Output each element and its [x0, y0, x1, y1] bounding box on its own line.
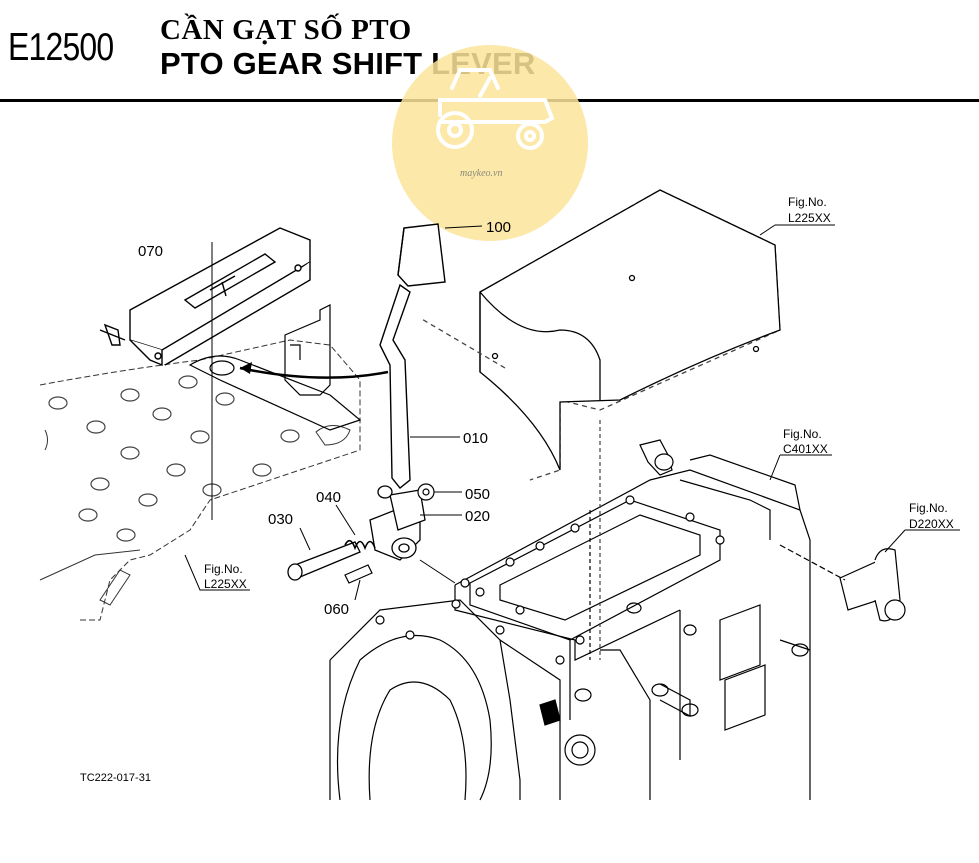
part-label-100: 100 — [486, 219, 511, 236]
transmission-case — [329, 420, 811, 801]
fig-ref-cover-code: L225XX — [788, 211, 831, 225]
part-label-030: 030 — [268, 511, 293, 528]
lever-pin — [287, 541, 361, 581]
drawing-number: TC222-017-31 — [80, 772, 151, 784]
part-label-010: 010 — [463, 430, 488, 447]
top-cover — [419, 189, 781, 481]
floor-panel — [39, 339, 361, 621]
fig-ref-floor-caption: Fig.No. — [204, 562, 243, 576]
assembly-line — [419, 559, 456, 584]
fig-ref-cover-caption: Fig.No. — [788, 195, 827, 209]
part-label-040: 040 — [316, 489, 341, 506]
washer — [417, 483, 435, 501]
fig-ref-case-caption: Fig.No. — [783, 427, 822, 441]
fig-ref-case-code: C401XX — [783, 442, 828, 456]
part-label-070: 070 — [138, 243, 163, 260]
spring-pin — [344, 564, 373, 584]
return-spring — [344, 539, 376, 551]
part-label-020: 020 — [465, 508, 490, 525]
tractor-icon — [436, 68, 555, 150]
watermark-text: maykeo.vn — [460, 168, 502, 179]
shift-fork — [779, 544, 906, 622]
fig-ref-floor-code: L225XX — [204, 577, 247, 591]
watermark-logo: maykeo.vn — [392, 45, 588, 241]
title-vietnamese: CẦN GẠT SỐ PTO — [160, 14, 412, 46]
lever-yoke — [369, 485, 426, 561]
leader-lines — [184, 224, 960, 601]
part-label-060: 060 — [324, 601, 349, 618]
part-label-050: 050 — [465, 486, 490, 503]
fig-ref-fork-caption: Fig.No. — [909, 501, 948, 515]
assembly-arrow — [239, 366, 389, 379]
lever-bracket — [188, 304, 362, 431]
fig-ref-fork-code: D220XX — [909, 517, 954, 531]
leader-100 — [444, 225, 483, 229]
shift-guide-plate — [99, 227, 311, 520]
shift-lever — [379, 223, 446, 489]
section-code: E12500 — [8, 26, 114, 69]
